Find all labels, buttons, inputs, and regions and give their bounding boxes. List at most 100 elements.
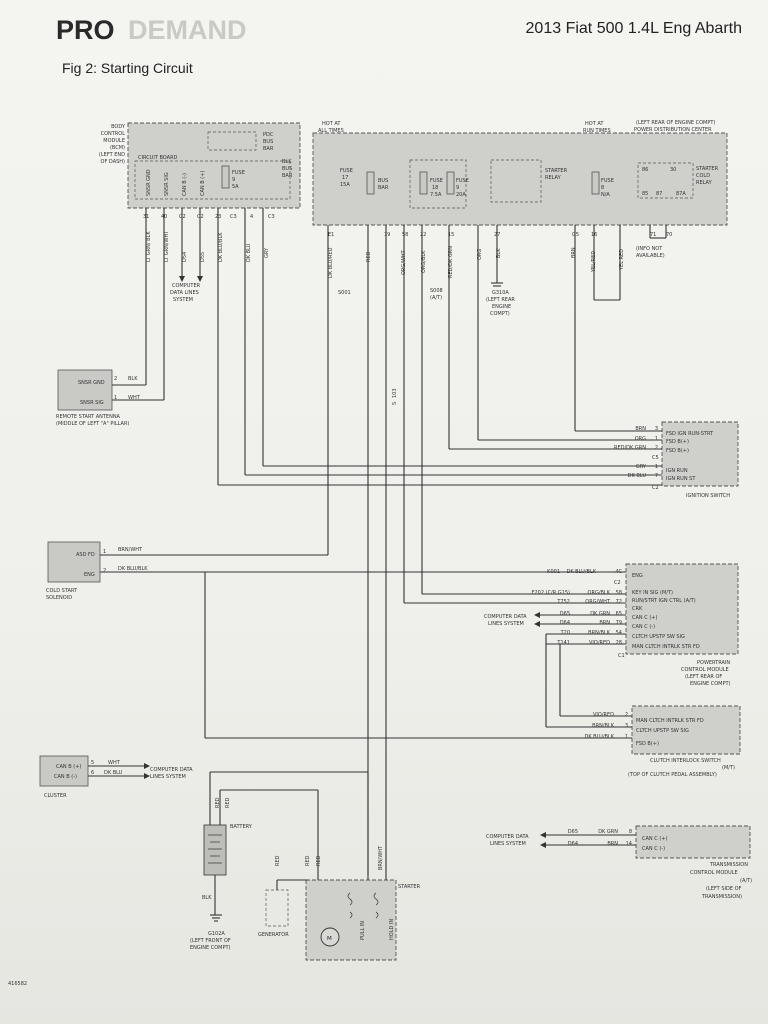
svg-text:19: 19 xyxy=(384,232,390,238)
svg-text:BRN/BLK: BRN/BLK xyxy=(588,630,611,636)
svg-text:RED: RED xyxy=(316,855,322,866)
svg-text:COLD START: COLD START xyxy=(46,588,78,594)
svg-text:DK BLU/BLK: DK BLU/BLK xyxy=(118,566,148,572)
svg-text:CAN B (-): CAN B (-) xyxy=(182,173,188,196)
svg-text:CAN C (-): CAN C (-) xyxy=(632,624,655,630)
svg-text:86: 86 xyxy=(642,167,648,173)
svg-text:(LEFT FRONT OF: (LEFT FRONT OF xyxy=(190,938,231,944)
svg-text:RELAY: RELAY xyxy=(696,180,713,186)
svg-text:FUSE: FUSE xyxy=(340,168,353,174)
svg-text:85: 85 xyxy=(642,191,648,197)
ignition-switch: BRN ORG RED/DK GRN GRY DK BLU 3 1 2 1 7 … xyxy=(614,421,739,499)
svg-text:RUN/STRT IGN CTRL (A/T): RUN/STRT IGN CTRL (A/T) xyxy=(632,598,696,604)
svg-text:COMPT): COMPT) xyxy=(490,311,510,317)
svg-text:S001: S001 xyxy=(338,290,351,296)
svg-text:7.5A: 7.5A xyxy=(430,192,442,198)
svg-text:BAR: BAR xyxy=(378,185,389,191)
svg-text:HOT AT: HOT AT xyxy=(322,121,341,127)
svg-text:(LEFT REAR OF ENGINE COMPT): (LEFT REAR OF ENGINE COMPT) xyxy=(636,120,715,126)
svg-text:COMPUTER DATA: COMPUTER DATA xyxy=(486,834,529,840)
svg-text:BAR: BAR xyxy=(282,173,293,179)
svg-text:PDC: PDC xyxy=(263,132,274,138)
svg-text:CRK: CRK xyxy=(632,606,643,612)
svg-text:5: 5 xyxy=(91,760,94,766)
svg-text:79: 79 xyxy=(616,620,622,626)
svg-text:RUN TIMES: RUN TIMES xyxy=(583,128,611,134)
svg-text:LINES SYSTEM: LINES SYSTEM xyxy=(150,774,186,780)
svg-text:STARTER: STARTER xyxy=(696,166,719,172)
svg-text:MAN CLTCH INTRLK STR FD: MAN CLTCH INTRLK STR FD xyxy=(636,718,704,724)
svg-text:ALL TIMES: ALL TIMES xyxy=(318,128,344,134)
svg-text:POWERTRAIN: POWERTRAIN xyxy=(697,660,730,666)
svg-text:54: 54 xyxy=(616,630,622,636)
remote-start-antenna: SNSR GND SNSR SIG 2 1 BLK WHT REMOTE STA… xyxy=(56,369,141,427)
svg-text:DK GRN: DK GRN xyxy=(590,611,610,617)
svg-text:BLK: BLK xyxy=(202,895,212,901)
body-control-module: BODY CONTROL MODULE (BCM) (LEFT END OF D… xyxy=(99,122,301,262)
svg-text:KEY IN SIG (M/T): KEY IN SIG (M/T) xyxy=(632,590,673,596)
svg-text:D55: D55 xyxy=(200,252,206,262)
svg-text:C1: C1 xyxy=(618,653,625,659)
svg-text:BRN: BRN xyxy=(635,426,646,432)
svg-text:DK GRN: DK GRN xyxy=(598,829,618,835)
svg-text:ORG/BLK: ORG/BLK xyxy=(421,250,427,273)
svg-text:1: 1 xyxy=(114,395,117,401)
svg-text:(MIDDLE OF LEFT "A" PILLAR): (MIDDLE OF LEFT "A" PILLAR) xyxy=(56,421,129,427)
svg-text:GRY: GRY xyxy=(264,247,270,258)
cold-start-solenoid: ASD FD ENG 1 2 BRN/WHT DK BLU/BLK COLD S… xyxy=(46,541,148,601)
svg-text:REMOTE START ANTENNA: REMOTE START ANTENNA xyxy=(56,414,121,420)
svg-text:YEL RED: YEL RED xyxy=(619,249,625,271)
svg-text:CONTROL MODULE: CONTROL MODULE xyxy=(690,870,738,876)
svg-text:SNSR GND: SNSR GND xyxy=(146,169,152,196)
svg-text:C2: C2 xyxy=(652,485,659,491)
svg-text:OF DASH): OF DASH) xyxy=(101,159,126,165)
svg-text:C3: C3 xyxy=(230,214,237,220)
svg-text:RED: RED xyxy=(305,855,311,866)
svg-text:POWER DISTRIBUTION CENTER: POWER DISTRIBUTION CENTER xyxy=(634,127,712,133)
svg-text:RELAY: RELAY xyxy=(545,175,562,181)
svg-text:BRN/BLK: BRN/BLK xyxy=(592,723,615,729)
svg-text:87A: 87A xyxy=(676,191,686,197)
svg-text:DK BLU/BLK: DK BLU/BLK xyxy=(218,232,224,262)
svg-text:VIO/RED: VIO/RED xyxy=(593,712,614,718)
svg-text:CAN C (+): CAN C (+) xyxy=(632,615,657,621)
svg-text:CIRCUIT BOARD: CIRCUIT BOARD xyxy=(138,155,178,161)
svg-text:1: 1 xyxy=(655,464,658,470)
svg-text:DATA LINES: DATA LINES xyxy=(170,290,199,296)
svg-text:CLUSTER: CLUSTER xyxy=(44,793,67,799)
svg-text:D65: D65 xyxy=(560,611,570,617)
svg-text:IGN RUN: IGN RUN xyxy=(666,468,688,474)
svg-text:WHT: WHT xyxy=(108,760,121,766)
svg-text:30: 30 xyxy=(670,167,676,173)
svg-text:D54: D54 xyxy=(182,252,188,262)
svg-text:CLUTCH INTERLOCK SWITCH: CLUTCH INTERLOCK SWITCH xyxy=(650,758,721,764)
svg-text:(LEFT END: (LEFT END xyxy=(99,152,125,158)
svg-text:COMPUTER DATA: COMPUTER DATA xyxy=(484,614,527,620)
bcm-computer-data-lines: COMPUTER DATA LINES SYSTEM xyxy=(170,283,201,303)
svg-text:20A: 20A xyxy=(456,192,466,198)
svg-text:LT GRN/ BLK: LT GRN/ BLK xyxy=(146,231,152,262)
svg-text:SOLENOID: SOLENOID xyxy=(46,595,72,601)
svg-text:TRANSMISSION): TRANSMISSION) xyxy=(701,894,742,900)
svg-text:D64: D64 xyxy=(568,841,578,847)
svg-text:1: 1 xyxy=(103,549,106,555)
svg-text:6: 6 xyxy=(91,770,94,776)
svg-text:(LEFT REAR: (LEFT REAR xyxy=(486,297,515,303)
svg-text:C5: C5 xyxy=(652,455,659,461)
svg-text:BLK: BLK xyxy=(128,376,138,382)
svg-text:8: 8 xyxy=(601,185,604,191)
svg-text:MAN CLTCH INTRLK STR FD: MAN CLTCH INTRLK STR FD xyxy=(632,644,700,650)
logo-demand: DEMAND xyxy=(128,15,247,45)
svg-text:17: 17 xyxy=(342,175,348,181)
svg-text:18: 18 xyxy=(432,185,438,191)
svg-text:FSD B(+): FSD B(+) xyxy=(666,448,689,454)
svg-text:SNSR SIG: SNSR SIG xyxy=(164,172,170,196)
svg-text:ENGINE COMPT): ENGINE COMPT) xyxy=(190,945,231,951)
svg-text:DK BLU/BLK: DK BLU/BLK xyxy=(584,734,614,740)
svg-text:C3: C3 xyxy=(268,214,275,220)
svg-text:58: 58 xyxy=(616,590,622,596)
svg-text:IGNITION SWITCH: IGNITION SWITCH xyxy=(686,493,730,499)
svg-text:G102A: G102A xyxy=(208,931,225,937)
svg-text:HOT AT: HOT AT xyxy=(585,121,604,127)
svg-text:BUS: BUS xyxy=(378,178,388,184)
